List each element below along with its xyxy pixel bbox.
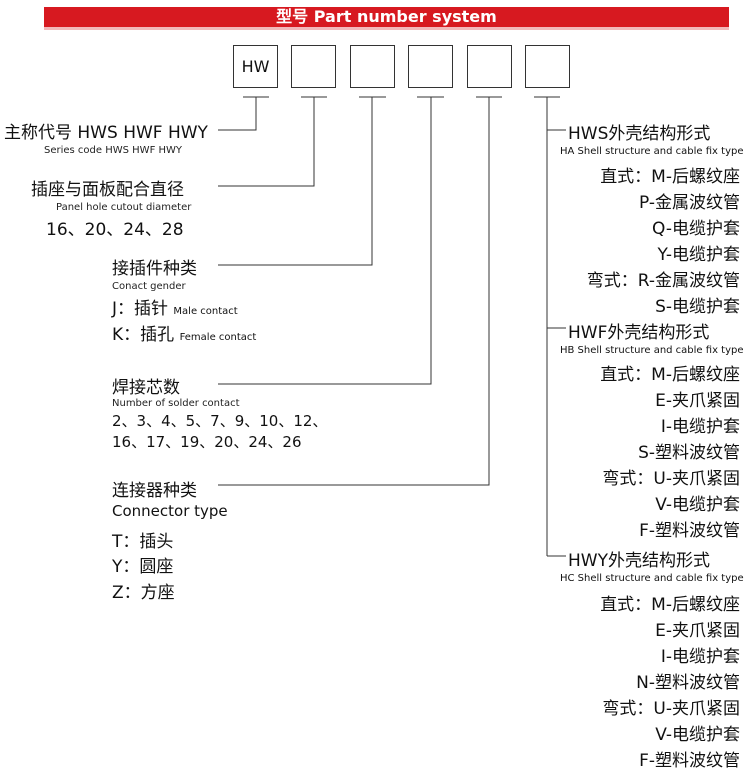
gender-k-sub: Female contact (179, 332, 257, 343)
code-box-2 (291, 45, 336, 88)
hwy-option-0: 直式：M-后螺纹座 (600, 595, 740, 615)
hwy-sub: HC Shell structure and cable fix type (560, 573, 744, 584)
hws-option-5: S-电缆护套 (655, 297, 740, 317)
title-banner: 型号 Part number system (44, 7, 729, 27)
hwf-option-1: E-夹爪紧固 (655, 391, 740, 411)
page-title: 型号 Part number system (276, 7, 497, 26)
cutout-label: 插座与面板配合直径 (31, 180, 184, 200)
hwy-option-6: F-塑料波纹管 (639, 751, 740, 771)
type-label: 连接器种类 (112, 481, 197, 501)
hwf-option-3: S-塑料波纹管 (638, 443, 740, 463)
hwf-option-5: V-电缆护套 (655, 495, 740, 515)
hwf-option-4: 弯式：U-夹爪紧固 (602, 469, 740, 489)
hwf-option-6: F-塑料波纹管 (639, 521, 740, 541)
hws-option-0: 直式：M-后螺纹座 (600, 167, 740, 187)
hwy-option-3: N-塑料波纹管 (636, 673, 740, 693)
gender-k: K：插孔 Female contact (112, 320, 256, 345)
hws-sub: HA Shell structure and cable fix type (560, 146, 744, 157)
gender-label: 接插件种类 (112, 259, 197, 279)
type-sub: Connector type (112, 502, 228, 520)
hwy-title: HWY外壳结构形式 (568, 551, 710, 571)
contacts-sub: Number of solder contact (112, 398, 240, 409)
contacts-label: 焊接芯数 (112, 378, 180, 398)
gender-k-main: K：插孔 (112, 325, 175, 345)
code-box-4 (408, 45, 453, 88)
gender-sub: Conact gender (112, 281, 186, 292)
hws-option-2: Q-电缆护套 (652, 219, 740, 239)
hws-option-4: 弯式：R-金属波纹管 (586, 271, 740, 291)
code-box-5 (467, 45, 512, 88)
series-code-label: 主称代号 HWS HWF HWY (4, 123, 208, 143)
banner-underline (44, 27, 729, 30)
hws-option-1: P-金属波纹管 (638, 193, 740, 213)
type-item-z: Z：方座 (112, 583, 175, 603)
contacts-line2: 16、17、19、20、24、26 (112, 433, 302, 451)
hwy-option-4: 弯式：U-夹爪紧固 (602, 699, 740, 719)
hwf-sub: HB Shell structure and cable fix type (560, 345, 744, 356)
code-box-6 (525, 45, 570, 88)
code-box-3 (350, 45, 395, 88)
hwf-title: HWF外壳结构形式 (568, 323, 710, 343)
code-box-1: HW (233, 45, 278, 88)
series-code-sub: Series code HWS HWF HWY (44, 145, 183, 156)
contacts-line1: 2、3、4、5、7、9、10、12、 (112, 412, 328, 430)
gender-j-sub: Male contact (173, 306, 238, 317)
type-item-t: T：插头 (112, 532, 174, 552)
hwf-option-0: 直式：M-后螺纹座 (600, 365, 740, 385)
hwy-option-1: E-夹爪紧固 (655, 621, 740, 641)
gender-j: J：插针 Male contact (112, 294, 238, 319)
gender-j-main: J：插针 (112, 299, 169, 319)
hwf-option-2: I-电缆护套 (660, 417, 740, 437)
hws-title: HWS外壳结构形式 (568, 124, 711, 144)
hwy-option-5: V-电缆护套 (655, 725, 740, 745)
hws-option-3: Y-电缆护套 (657, 245, 740, 265)
cutout-sub: Panel hole cutout diameter (56, 202, 192, 213)
type-item-y: Y：圆座 (112, 557, 174, 577)
cutout-values: 16、20、24、28 (46, 220, 184, 240)
hwy-option-2: I-电缆护套 (660, 647, 740, 667)
